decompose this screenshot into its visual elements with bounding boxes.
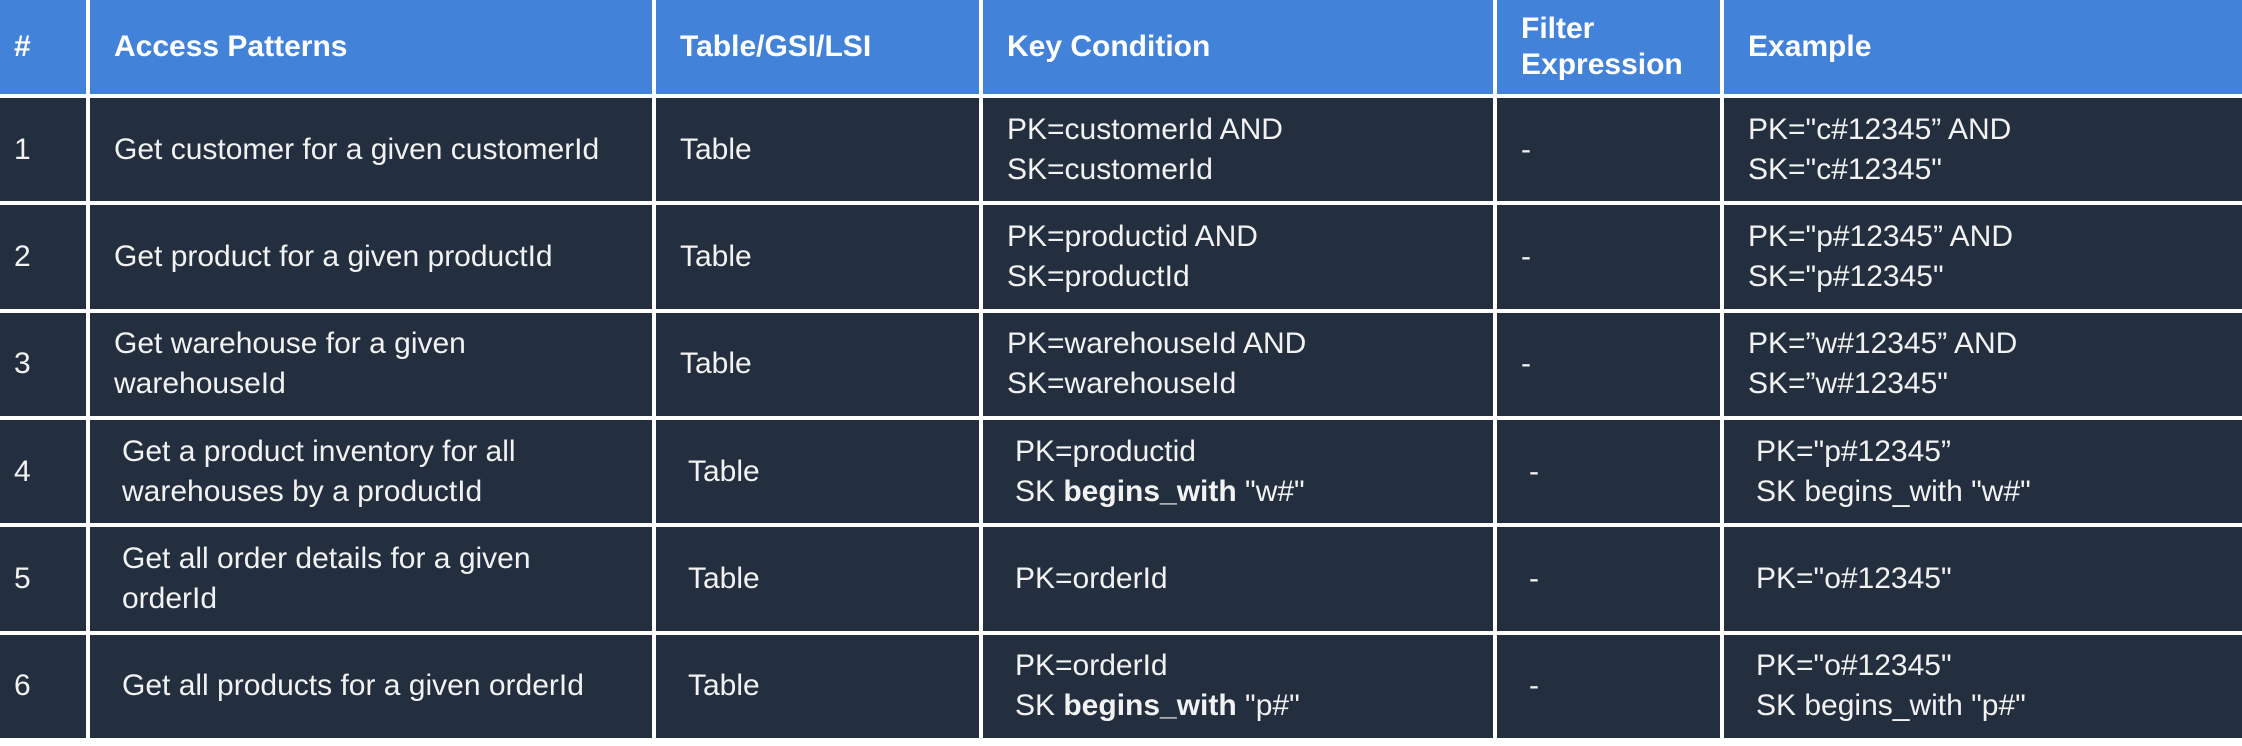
filter-expression-cell: - xyxy=(1497,527,1720,631)
table-row: 5 Get all order details for a given orde… xyxy=(0,527,2242,631)
example-line2: SK=”w#12345" xyxy=(1748,367,1948,401)
key-operator: begins_with xyxy=(1063,474,1237,508)
example-line1: PK="o#12345" xyxy=(1756,561,1952,595)
key-condition-cell: PK=orderId xyxy=(983,527,1493,631)
key-condition-line1: PK=orderId xyxy=(1015,649,1168,683)
key-condition-line1: PK=productid AND xyxy=(1007,219,1258,253)
key-condition-line1: PK=warehouseId AND xyxy=(1007,327,1307,361)
header-key-condition: Key Condition xyxy=(983,0,1493,94)
key-prefix: SK=warehouseId xyxy=(1007,367,1237,401)
filter-expression-cell: - xyxy=(1497,205,1720,309)
index-cell: Table xyxy=(656,312,979,416)
filter-expression-cell: - xyxy=(1497,312,1720,416)
example-line1: PK=”w#12345” AND xyxy=(1748,327,2018,361)
key-condition-line2: SK=warehouseId xyxy=(1007,364,1469,404)
key-condition-line2: SK=customerId xyxy=(1007,150,1469,190)
example-cell: PK="o#12345" SK begins_with "p#" xyxy=(1724,634,2242,738)
key-condition-cell: PK=productid AND SK=productId xyxy=(983,205,1493,309)
example-line2: SK="c#12345" xyxy=(1748,152,1942,186)
example-line1: PK="p#12345” xyxy=(1756,434,1951,468)
header-row: # Access Patterns Table/GSI/LSI Key Cond… xyxy=(0,0,2242,94)
key-prefix: SK xyxy=(1015,474,1064,508)
access-pattern-cell: Get all products for a given orderId xyxy=(90,634,652,738)
key-suffix: "w#" xyxy=(1236,474,1305,508)
access-pattern-cell: Get a product inventory for all warehous… xyxy=(90,419,652,524)
table-row: 2 Get product for a given productId Tabl… xyxy=(0,205,2242,309)
example-line2: SK begins_with "w#" xyxy=(1756,474,2031,508)
key-condition-line2: SK=productId xyxy=(1007,257,1469,297)
table-row: 6 Get all products for a given orderId T… xyxy=(0,634,2242,738)
row-number: 5 xyxy=(0,527,86,631)
index-cell: Table xyxy=(656,419,979,524)
example-cell: PK="o#12345" xyxy=(1724,527,2242,631)
example-line1: PK="c#12345” AND xyxy=(1748,112,2012,146)
header-access-patterns: Access Patterns xyxy=(90,0,652,94)
header-example: Example xyxy=(1724,0,2242,94)
header-table-gsi-lsi: Table/GSI/LSI xyxy=(656,0,979,94)
filter-expression-cell: - xyxy=(1497,419,1720,524)
key-prefix: SK=customerId xyxy=(1007,152,1213,186)
key-condition-cell: PK=warehouseId AND SK=warehouseId xyxy=(983,312,1493,416)
row-number: 1 xyxy=(0,98,86,202)
index-cell: Table xyxy=(656,527,979,631)
access-pattern-cell: Get warehouse for a given warehouseId xyxy=(90,312,652,416)
example-line1: PK="p#12345” AND xyxy=(1748,219,2013,253)
key-prefix: SK xyxy=(1015,689,1064,723)
table-row: 4 Get a product inventory for all wareho… xyxy=(0,419,2242,524)
key-prefix: SK=productId xyxy=(1007,259,1190,293)
header-number: # xyxy=(0,0,86,94)
key-condition-cell: PK=customerId AND SK=customerId xyxy=(983,98,1493,202)
filter-expression-cell: - xyxy=(1497,98,1720,202)
header-filter-expression: Filter Expression xyxy=(1497,0,1720,94)
index-cell: Table xyxy=(656,205,979,309)
table-row: 3 Get warehouse for a given warehouseId … xyxy=(0,312,2242,416)
row-number: 3 xyxy=(0,312,86,416)
key-suffix: "p#" xyxy=(1236,689,1300,723)
key-condition-cell: PK=orderId SK begins_with "p#" xyxy=(983,634,1493,738)
index-cell: Table xyxy=(656,98,979,202)
row-number: 2 xyxy=(0,205,86,309)
row-number: 4 xyxy=(0,419,86,524)
access-pattern-cell: Get all order details for a given orderI… xyxy=(90,527,652,631)
key-condition-line2: SK begins_with "p#" xyxy=(1015,686,1469,726)
example-cell: PK=”w#12345” AND SK=”w#12345" xyxy=(1724,312,2242,416)
key-condition-line1: PK=customerId AND xyxy=(1007,112,1283,146)
table-row: 1 Get customer for a given customerId Ta… xyxy=(0,98,2242,202)
example-cell: PK="c#12345” AND SK="c#12345" xyxy=(1724,98,2242,202)
key-operator: begins_with xyxy=(1063,689,1237,723)
key-condition-line2: SK begins_with "w#" xyxy=(1015,472,1469,512)
key-condition-line1: PK=productid xyxy=(1015,434,1196,468)
key-condition-line1: PK=orderId xyxy=(1015,561,1168,595)
example-cell: PK="p#12345” SK begins_with "w#" xyxy=(1724,419,2242,524)
example-line1: PK="o#12345" xyxy=(1756,649,1952,683)
access-pattern-cell: Get product for a given productId xyxy=(90,205,652,309)
access-pattern-cell: Get customer for a given customerId xyxy=(90,98,652,202)
key-condition-cell: PK=productid SK begins_with "w#" xyxy=(983,419,1493,524)
example-line2: SK="p#12345" xyxy=(1748,259,1944,293)
row-number: 6 xyxy=(0,634,86,738)
index-cell: Table xyxy=(656,634,979,738)
example-line2: SK begins_with "p#" xyxy=(1756,689,2026,723)
filter-expression-cell: - xyxy=(1497,634,1720,738)
example-cell: PK="p#12345” AND SK="p#12345" xyxy=(1724,205,2242,309)
